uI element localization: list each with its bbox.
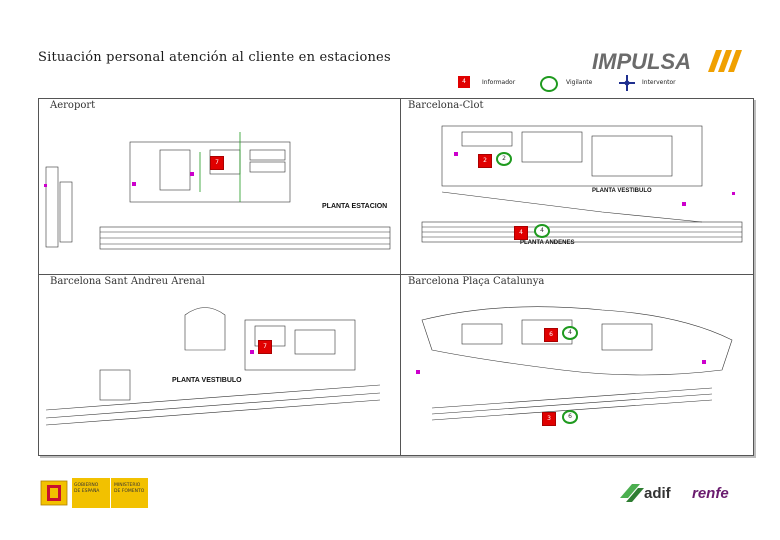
- impulsa-wordmark: IMPULSA: [592, 49, 691, 74]
- clot-informador-marker-2: 4: [514, 226, 528, 240]
- clot-plan-label-bottom: PLANTA ANDENES: [520, 240, 574, 246]
- coat-of-arms-icon: [40, 480, 68, 506]
- panel-label-clot: Barcelona-Clot: [408, 100, 484, 111]
- sant-andreu-plan-label: PLANTA VESTIBULO: [172, 377, 242, 384]
- grid-vertical-divider: [400, 98, 401, 456]
- gobierno-ministerio-logo: GOBIERNO DE ESPAÑA MINISTERIO DE FOMENTO: [38, 478, 150, 510]
- panel-label-aeroport: Aeroport: [50, 100, 96, 111]
- ministerio-line2: DE FOMENTO: [114, 489, 145, 494]
- placa-catalunya-vigilante-marker-2: 6: [562, 410, 578, 424]
- clot-informador-marker-1: 2: [478, 154, 492, 168]
- legend-informador-label: Informador: [482, 79, 516, 86]
- placa-catalunya-vigilante-marker-1: 4: [562, 326, 578, 340]
- aeroport-plan-label: PLANTA ESTACION: [322, 203, 387, 210]
- stations-grid: [38, 98, 754, 456]
- adif-renfe-logo: adif renfe: [620, 484, 729, 502]
- adif-wordmark: adif: [644, 485, 672, 502]
- clot-vigilante-marker-1: 2: [496, 152, 512, 166]
- legend-interventor-label: Interventor: [642, 79, 676, 86]
- panel-label-placa-catalunya: Barcelona Plaça Catalunya: [408, 276, 545, 287]
- interventor-compass-icon: [619, 75, 635, 91]
- placa-catalunya-informador-marker-1: 6: [544, 328, 558, 342]
- legend-informador-marker: 4: [458, 76, 470, 88]
- grid-horizontal-divider: [38, 274, 754, 275]
- impulsa-logo: IMPULSA: [592, 49, 742, 74]
- clot-floor-plan: PLANTA VESTIBULO PLANTA ANDENES: [421, 125, 743, 246]
- aeroport-informador-marker: 7: [210, 156, 224, 170]
- sant-andreu-informador-marker: 7: [258, 340, 272, 354]
- legend-vigilante-label: Vigilante: [566, 79, 593, 86]
- placa-catalunya-informador-marker-2: 3: [542, 412, 556, 426]
- clot-vigilante-marker-2: 4: [534, 224, 550, 238]
- sant-andreu-floor-plan: PLANTA VESTIBULO: [45, 307, 381, 426]
- ministerio-line1: MINISTERIO: [114, 483, 141, 488]
- aeroport-floor-plan: PLANTA ESTACION: [44, 132, 391, 250]
- legend-vigilante-marker: [540, 76, 558, 92]
- clot-plan-label-top: PLANTA VESTIBULO: [592, 188, 652, 194]
- placa-catalunya-floor-plan: [416, 306, 733, 421]
- gobierno-line2: DE ESPAÑA: [74, 489, 100, 494]
- panel-label-sant-andreu: Barcelona Sant Andreu Arenal: [50, 276, 205, 287]
- page-title: Situación personal atención al cliente e…: [38, 50, 391, 65]
- gobierno-line1: GOBIERNO: [74, 483, 99, 488]
- renfe-wordmark: renfe: [692, 485, 729, 502]
